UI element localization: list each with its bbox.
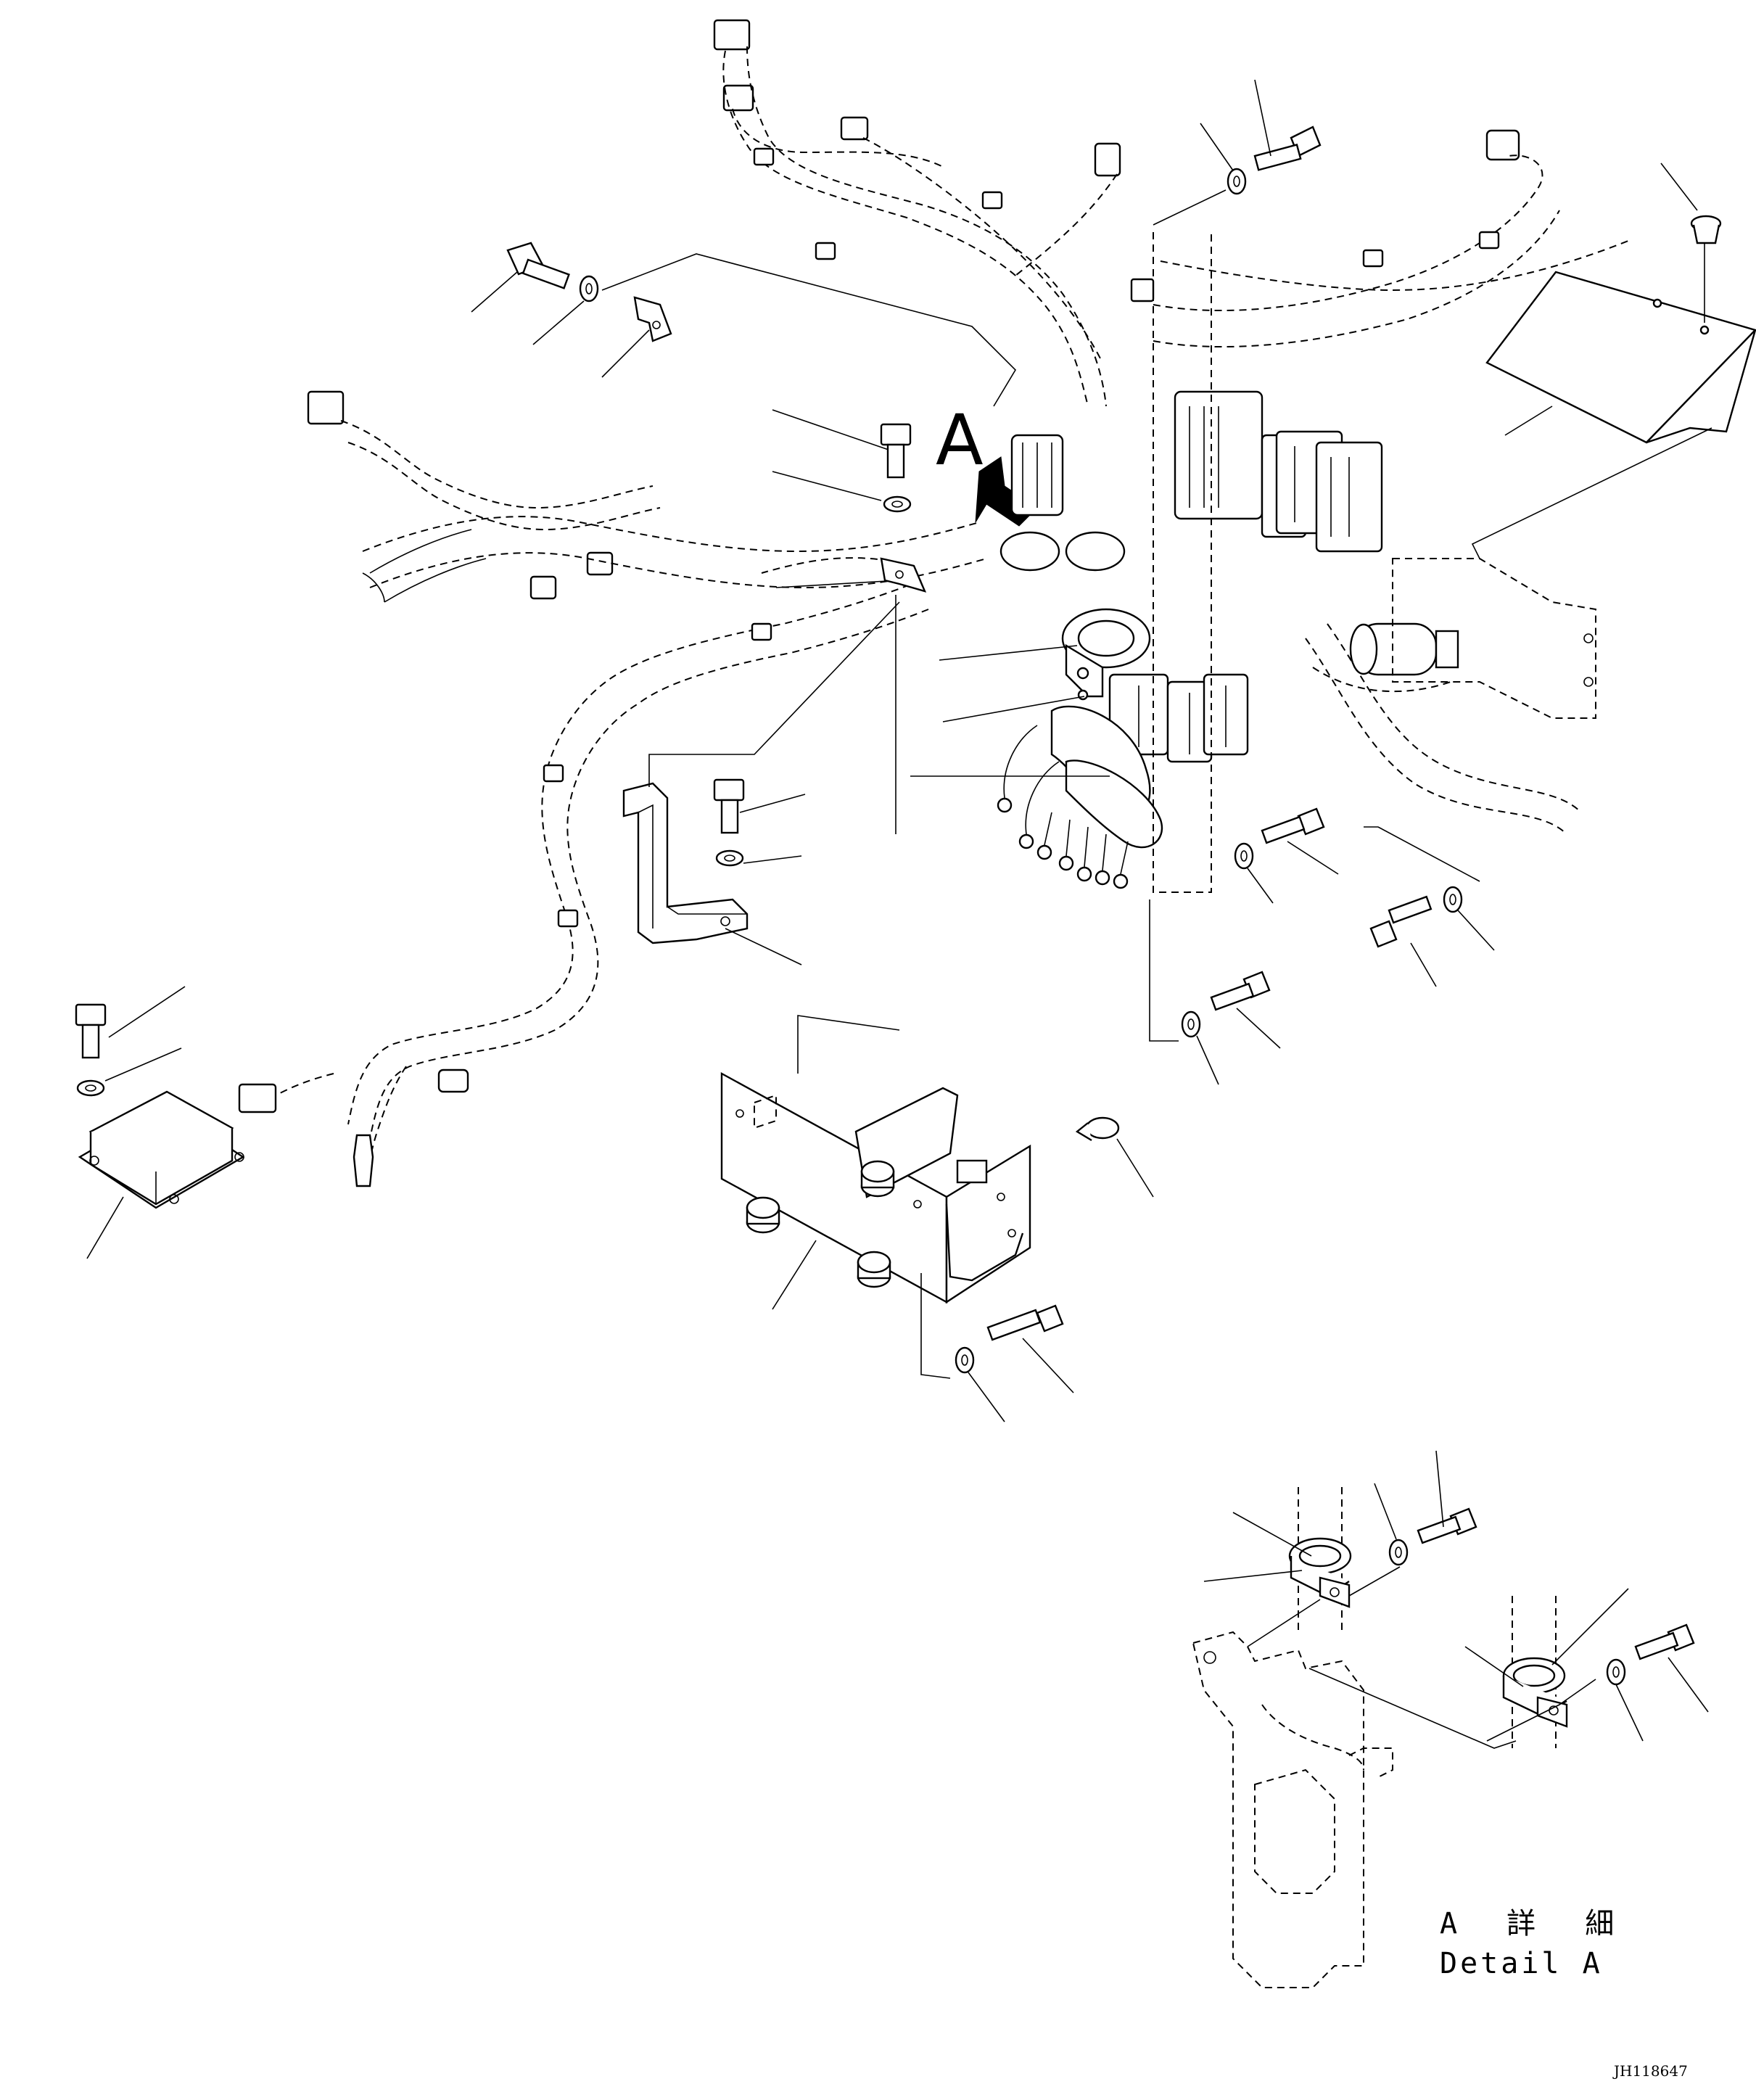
washer-icon: [76, 1079, 105, 1097]
bolt-icon: [986, 1304, 1064, 1341]
controller-box-icon: [78, 1090, 245, 1209]
washer-icon: [1234, 842, 1254, 870]
wiring-harness: [238, 19, 1633, 1187]
drawing-id: JH118647: [1612, 2062, 1688, 2080]
bolt-icon: [1261, 807, 1325, 844]
ring-terminals: [997, 725, 1129, 889]
bracket-icon: [622, 782, 749, 944]
washer-icon: [955, 1346, 975, 1374]
bolt-icon: [1369, 895, 1433, 948]
bolt-icon: [506, 242, 570, 289]
view-callout-letter: A: [936, 400, 984, 481]
cover-plate: [1471, 162, 1756, 559]
detail-a-view: [1192, 1450, 1709, 1988]
controller-cluster: [997, 232, 1596, 893]
bolt-icon: [1690, 215, 1722, 244]
bolt-set-center: [880, 423, 927, 593]
clamp-icon: [999, 434, 1151, 701]
bolt-icon: [713, 778, 745, 834]
washer-icon: [883, 495, 912, 513]
clamp-icon: [1075, 1116, 1120, 1142]
washer-icon: [1227, 168, 1247, 195]
bracket-icon: [633, 296, 672, 342]
washer-icon: [1606, 1658, 1626, 1686]
leader-lines: [772, 409, 1110, 834]
bolt-set-bottom: [772, 1015, 1154, 1422]
bolt-set-right2: [1364, 826, 1495, 987]
bolt-icon: [75, 1003, 107, 1059]
mounting-bracket: [720, 1071, 1031, 1304]
detail-title-en: Detail A: [1440, 1947, 1603, 1980]
washer-icon: [1443, 886, 1463, 913]
bolt-set-right3: [1149, 899, 1281, 1085]
bolt-set-midleft: [648, 601, 900, 965]
washer-icon: [1388, 1539, 1409, 1566]
washer-icon: [715, 849, 744, 867]
bolt-icon: [1417, 1507, 1477, 1544]
bolt-set-box: [75, 986, 186, 1259]
washer-icon: [1181, 1010, 1201, 1038]
bolt-set-topleft: [471, 242, 1017, 407]
bolt-icon: [1210, 971, 1271, 1011]
bolt-set-topright: [1153, 79, 1322, 226]
bolt-icon: [1634, 1623, 1695, 1660]
bolt-set-right1: [1234, 807, 1339, 904]
washer-icon: [579, 275, 599, 302]
detail-title-jp: A 詳 細: [1440, 1907, 1630, 1940]
bracket-icon: [880, 557, 927, 593]
bolt-icon: [880, 423, 912, 479]
bolt-icon: [1253, 125, 1322, 171]
